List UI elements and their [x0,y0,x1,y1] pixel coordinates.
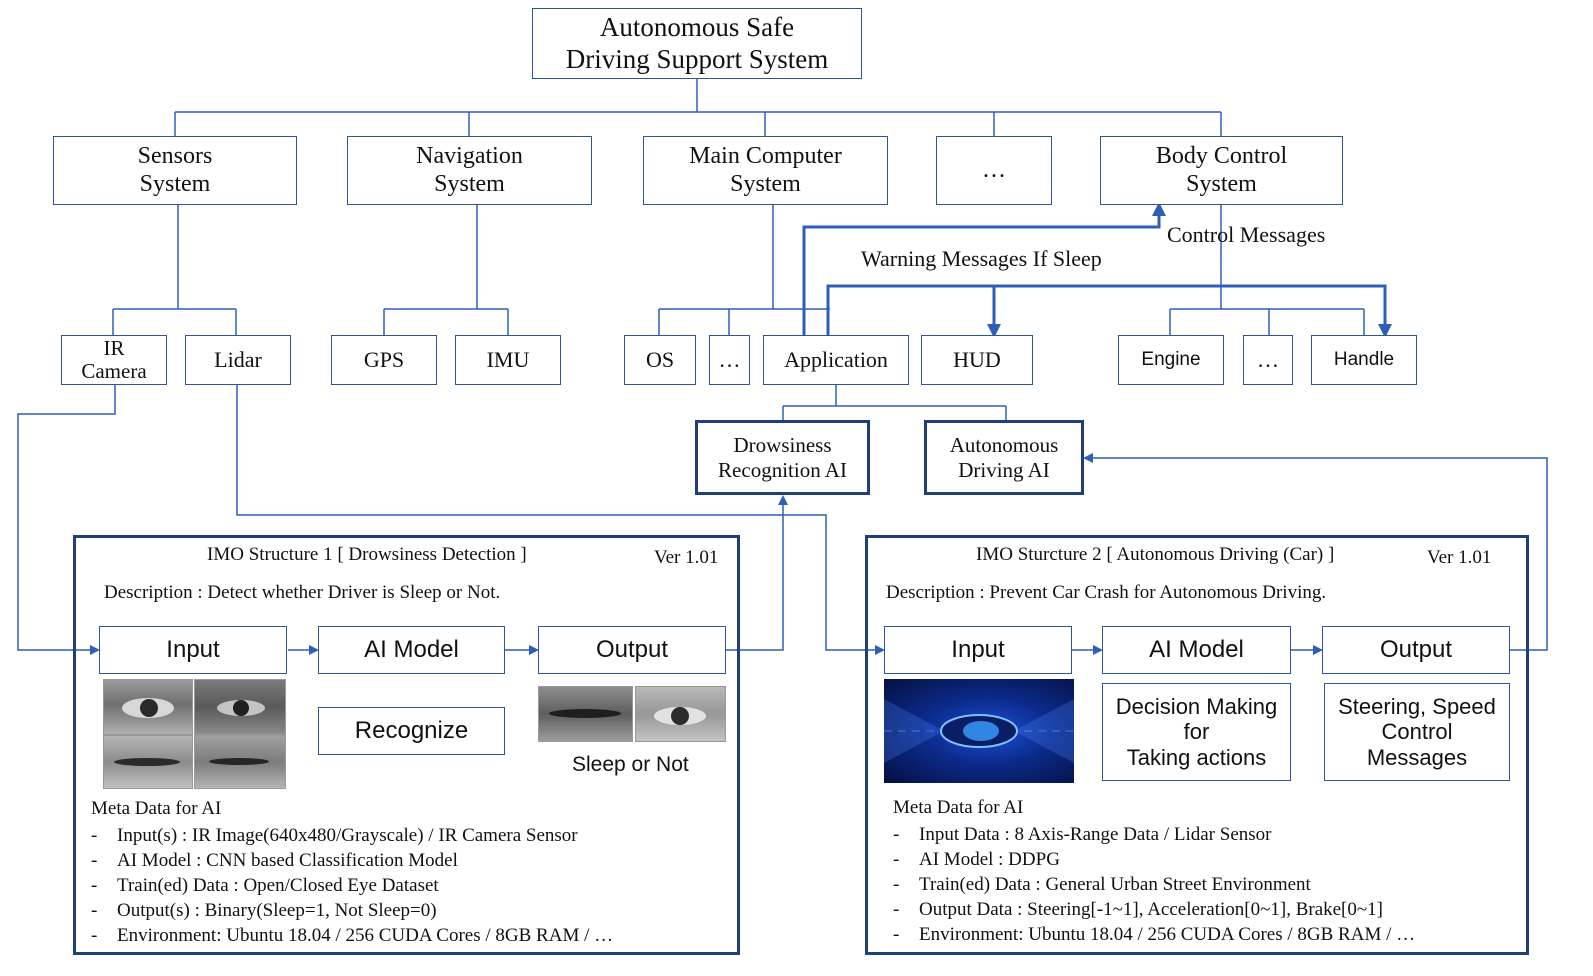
warning-messages-arrow [826,284,1392,338]
handle-box: Handle [1311,335,1417,385]
car-icon [884,699,1074,763]
imo1-meta-list: -Input(s) : IR Image(640x480/Grayscale) … [91,823,613,948]
imo2-input-box: Input [884,626,1072,674]
eye-image-output-open [635,686,726,742]
ellipsis-system-box: … [936,136,1052,205]
imo1-output-detail: Sleep or Not [572,753,689,776]
ellipsis-body-box: … [1243,335,1293,385]
imo2-version: Ver 1.01 [1427,547,1492,568]
engine-box: Engine [1118,335,1224,385]
control-messages-arrow [802,202,1166,335]
meta-item: -Input Data : 8 Axis-Range Data / Lidar … [893,824,1272,845]
eye-image-closed-2 [194,735,286,789]
ir-camera-box: IR Camera [61,335,167,385]
imo1-recognize-box: Recognize [318,707,505,755]
imo2-meta-title: Meta Data for AI [893,797,1024,818]
lidar-box: Lidar [185,335,291,385]
imo1-output-box: Output [538,626,726,674]
eye-image-open-1 [103,679,193,735]
autonomous-ai-box: Autonomous Driving AI [924,420,1084,495]
meta-item: -Environment: Ubuntu 18.04 / 256 CUDA Co… [91,925,614,946]
imo2-decision-box: Decision Making for Taking actions [1102,683,1291,781]
navigation-system-box: Navigation System [347,136,592,205]
imo2-title: IMO Sturcture 2 [ Autonomous Driving (Ca… [976,544,1335,565]
meta-item: -AI Model : CNN based Classification Mod… [91,850,458,871]
eye-image-open-2 [194,679,286,735]
gps-box: GPS [331,335,437,385]
meta-item: -Output Data : Steering[-1~1], Accelerat… [893,899,1383,920]
imo-structure-1-panel [73,535,740,955]
os-box: OS [624,335,696,385]
meta-item: -Train(ed) Data : General Urban Street E… [893,874,1311,895]
hud-box: HUD [921,335,1033,385]
meta-item: -Environment: Ubuntu 18.04 / 256 CUDA Co… [893,924,1416,945]
car-lidar-image [884,679,1074,783]
root-system-box: Autonomous Safe Driving Support System [532,8,862,79]
meta-item: -Train(ed) Data : Open/Closed Eye Datase… [91,875,439,896]
eye-image-output-closed [538,686,633,742]
drowsiness-ai-box: Drowsiness Recognition AI [695,420,870,495]
imo2-output-box: Output [1322,626,1510,674]
imo1-meta-title: Meta Data for AI [91,798,222,819]
imo1-title: IMO Structure 1 [ Drowsiness Detection ] [207,544,527,565]
imo-structure-2-panel [865,535,1529,955]
imo2-description: Description : Prevent Car Crash for Auto… [886,582,1327,603]
main-computer-system-box: Main Computer System [643,136,888,205]
warning-messages-label: Warning Messages If Sleep [861,246,1102,271]
imo2-meta-list: -Input Data : 8 Axis-Range Data / Lidar … [893,822,1415,947]
imu-box: IMU [455,335,561,385]
imo2-control-box: Steering, Speed Control Messages [1324,683,1510,781]
body-control-system-box: Body Control System [1100,136,1343,205]
imo1-input-box: Input [99,626,287,674]
lidar-to-input-arrow [236,385,885,655]
control-messages-label: Control Messages [1167,222,1326,247]
imo1-description: Description : Detect whether Driver is S… [104,582,501,603]
eye-image-closed-1 [103,735,193,789]
sensors-system-box: Sensors System [53,136,297,205]
meta-item: -Input(s) : IR Image(640x480/Grayscale) … [91,825,578,846]
output-to-drowsiness-arrow [726,495,788,651]
ellipsis-main-box: … [709,335,750,385]
imo1-model-box: AI Model [318,626,505,674]
imo1-version: Ver 1.01 [654,547,719,568]
application-box: Application [763,335,909,385]
meta-item: -AI Model : DDPG [893,849,1060,870]
ir-camera-to-input-arrow [17,385,116,655]
imo2-model-box: AI Model [1102,626,1291,674]
meta-item: -Output(s) : Binary(Sleep=1, Not Sleep=0… [91,900,437,921]
